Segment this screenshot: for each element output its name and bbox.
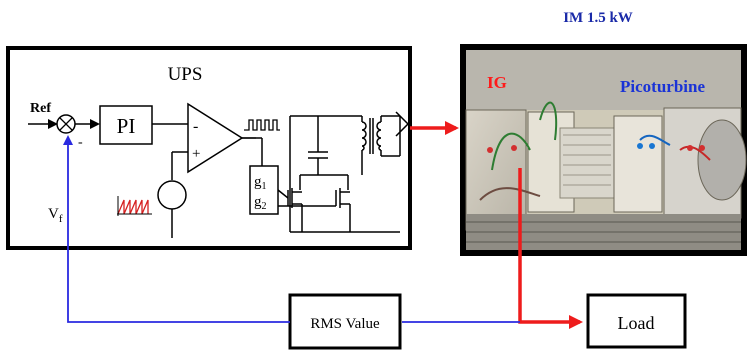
g1-label: g1 — [254, 174, 267, 192]
sum-minus-sign: - — [78, 135, 83, 150]
ig-label: IG — [487, 73, 507, 92]
transformer-icon — [361, 115, 401, 157]
comparator-opamp — [187, 102, 244, 174]
opamp-minus: - — [193, 118, 198, 135]
load-label: Load — [618, 313, 655, 333]
ups-title: UPS — [168, 64, 203, 85]
rms-value-block — [288, 293, 402, 350]
picoturbine-label: Picoturbine — [620, 77, 705, 96]
pi-label: PI — [117, 114, 136, 138]
output-arrowhead-icon — [395, 111, 410, 137]
opamp-plus: + — [192, 146, 200, 162]
machine-rating: IM 1.5 kW — [563, 10, 633, 26]
carrier-source-icon — [157, 180, 187, 210]
machine-photo — [465, 50, 747, 250]
ref-label: Ref — [30, 101, 51, 116]
inverter-circuit — [277, 115, 400, 233]
pi-block — [99, 105, 153, 145]
load-block — [586, 293, 687, 349]
summing-junction — [56, 114, 76, 134]
gate-driver-block — [249, 165, 279, 215]
rms-value-label: RMS Value — [310, 316, 380, 332]
sawtooth-icon — [117, 199, 149, 215]
g2-label: g2 — [254, 194, 267, 212]
vf-label: Vf — [48, 206, 63, 225]
